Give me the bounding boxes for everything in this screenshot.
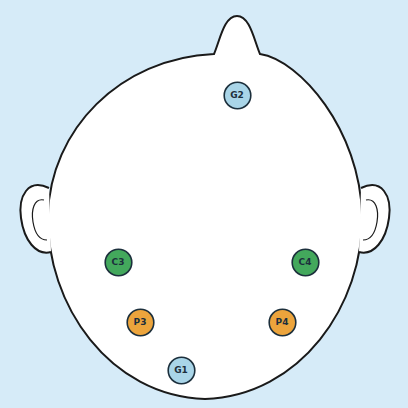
right-ear: [359, 185, 390, 252]
electrode-disc: [292, 249, 319, 276]
electrode-disc: [168, 357, 195, 384]
electrode-disc: [105, 249, 132, 276]
electrode-disc: [224, 82, 251, 109]
electrode: P3: [126, 308, 155, 337]
electrode: C3: [104, 248, 133, 277]
electrode: C4: [291, 248, 320, 277]
electrode: G2: [223, 81, 252, 110]
electrode-disc: [127, 309, 154, 336]
left-ear: [20, 185, 51, 252]
electrode-label: P3: [134, 318, 147, 327]
electrode-label: G2: [230, 91, 244, 100]
electrode: G1: [167, 356, 196, 385]
electrode: P4: [268, 308, 297, 337]
electrode-label: G1: [174, 366, 188, 375]
electrode-label: P4: [276, 318, 289, 327]
head: [48, 16, 362, 399]
electrode-label: C3: [112, 258, 125, 267]
right-ear-inner: [363, 200, 378, 240]
electrode-disc: [269, 309, 296, 336]
electrode-label: C4: [299, 258, 312, 267]
left-ear-inner: [32, 200, 47, 240]
